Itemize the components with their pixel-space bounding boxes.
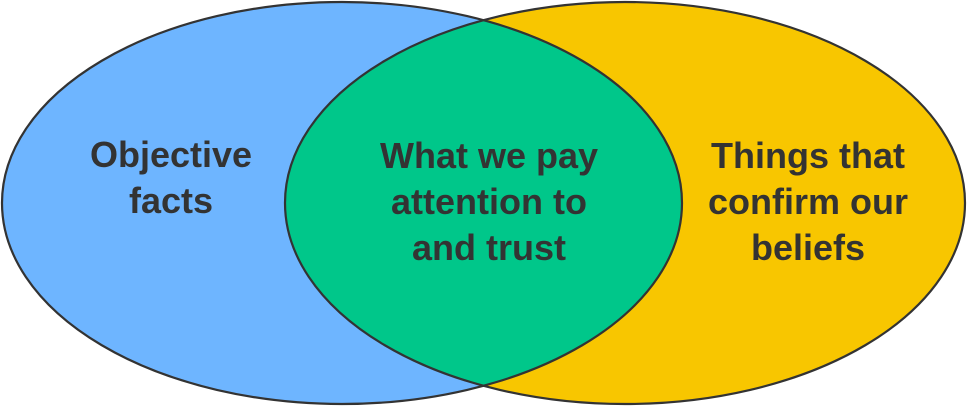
left-set-outline [0,0,684,406]
intersection-label-line: What we pay [379,135,599,176]
left-set-label: Objective facts [90,132,252,224]
intersection-region [285,2,682,404]
right-set-outline [283,0,967,406]
right-set-label: Things that confirm our beliefs [708,133,908,271]
left-set-label-line: Objective [89,134,253,175]
intersection-label-line: attention to [391,181,587,222]
intersection-label-line: and trust [411,227,567,268]
intersection-label: What we pay attention to and trust [380,133,598,271]
right-set-label-line: Things that [711,135,905,176]
right-set-label-line: beliefs [750,227,866,268]
right-set-label-line: confirm our [707,181,909,222]
left-set-label-line: facts [128,180,214,221]
